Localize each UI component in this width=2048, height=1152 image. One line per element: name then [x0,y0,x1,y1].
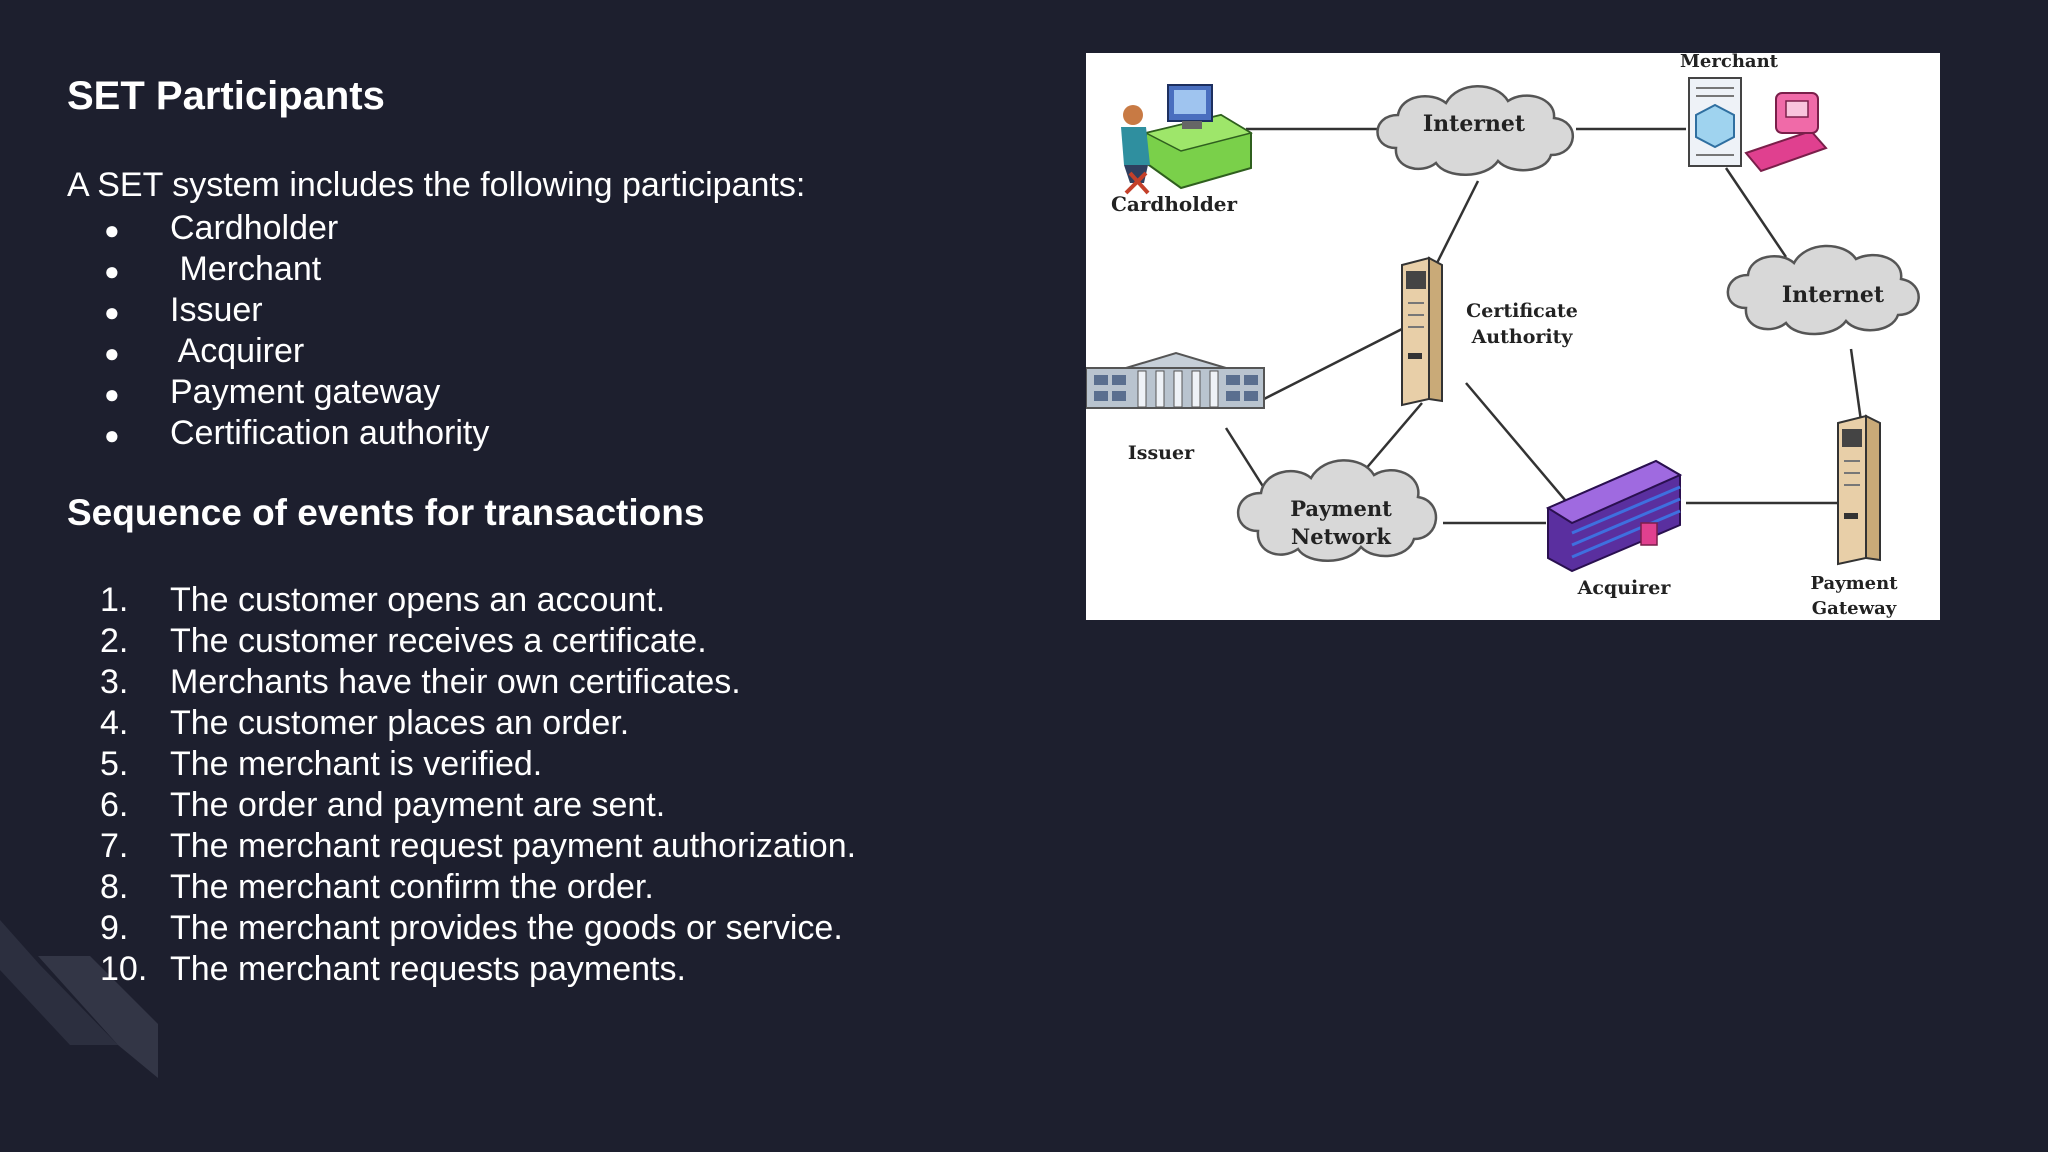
list-number: 2. [100,622,129,660]
list-item: ● Cardholder [100,208,489,249]
list-item: ● Acquirer [100,331,489,372]
participant-label: Issuer [170,291,263,329]
diagram-svg: Cardholder Internet Internet Merchant [1086,53,1920,619]
list-item: 2. The customer receives a certificate. [100,621,856,662]
list-item: 6. The order and payment are sent. [100,785,856,826]
participant-label: Cardholder [170,209,339,247]
event-text: The customer opens an account. [170,581,666,619]
list-item: 7. The merchant request payment authoriza… [100,826,856,867]
list-number: 8. [100,868,129,906]
issuer-bank-icon [1086,351,1265,409]
merchant-label: Merchant [1680,53,1779,72]
payment-gateway-icon [1837,414,1881,566]
set-network-diagram: Cardholder Internet Internet Merchant [1086,53,1940,620]
list-item: ● Payment gateway [100,372,489,413]
bullet-marker: ● [104,420,120,450]
bullet-marker: ● [104,297,120,327]
internet-label: Internet [1423,111,1526,137]
bullet-marker: ● [104,256,120,286]
list-item: ● Certification authority [100,413,489,454]
participant-label: Merchant [170,250,322,288]
connection-lines [1224,127,1863,525]
certificate-authority-icon [1401,256,1443,407]
participant-label: Acquirer [170,332,305,370]
list-item: 9. The merchant provides the goods or ser… [100,908,856,949]
cardholder-label: Cardholder [1111,192,1238,216]
internet-cloud-icon [1376,85,1574,176]
bullet-marker: ● [104,215,120,245]
list-number: 7. [100,827,129,865]
list-item: 1. The customer opens an account. [100,580,856,621]
event-text: Merchants have their own certificates. [170,663,741,701]
payment-network-label: Payment [1290,496,1392,521]
list-item: 4. The customer places an order. [100,703,856,744]
event-text: The merchant is verified. [170,745,543,783]
events-list: 1. The customer opens an account. 2. The c… [100,580,856,990]
list-item: 5. The merchant is verified. [100,744,856,785]
list-number: 9. [100,909,129,947]
section-heading: Sequence of events for transactions [67,492,705,533]
event-text: The merchant request payment authorizati… [170,827,857,865]
event-text: The order and payment are sent. [170,786,666,824]
event-text: The customer places an order. [170,704,630,742]
list-number: 4. [100,704,129,742]
event-text: The merchant confirm the order. [170,868,654,906]
list-item: ● Merchant [100,249,489,290]
merchant-icon [1688,77,1828,173]
list-item: 3. Merchants have their own certificates. [100,662,856,703]
event-text: The merchant requests payments. [170,950,686,988]
cardholder-icon [1121,84,1253,195]
event-text: The merchant provides the goods or servi… [170,909,843,947]
payment-gateway-label: Gateway [1812,598,1897,619]
slide-title: SET Participants [67,74,385,118]
payment-gateway-label: Payment [1810,573,1898,594]
participant-label: Payment gateway [170,373,441,411]
corner-decoration [0,920,158,1078]
acquirer-building-icon [1545,459,1683,573]
acquirer-label: Acquirer [1577,577,1672,599]
list-number: 5. [100,745,129,783]
bullet-marker: ● [104,338,120,368]
list-number: 6. [100,786,129,824]
intro-text: A SET system includes the following part… [67,166,806,204]
participant-label: Certification authority [170,414,490,452]
internet-label: Internet [1782,282,1885,308]
bullet-marker: ● [104,379,120,409]
internet-cloud-icon [1726,244,1920,336]
payment-network-label: Network [1291,524,1391,549]
list-number: 10. [100,950,148,988]
participants-list: ● Cardholder ● Merchant ● Issuer ● Acquire… [100,208,489,454]
list-item: 10. The merchant requests payments. [100,949,856,990]
payment-network-cloud-icon [1236,459,1438,562]
list-item: ● Issuer [100,290,489,331]
certificate-authority-label: Authority [1471,326,1574,348]
list-number: 3. [100,663,129,701]
list-number: 1. [100,581,129,619]
certificate-authority-label: Certificate [1466,300,1578,322]
issuer-label: Issuer [1128,442,1195,464]
event-text: The customer receives a certificate. [170,622,707,660]
list-item: 8. The merchant confirm the order. [100,867,856,908]
